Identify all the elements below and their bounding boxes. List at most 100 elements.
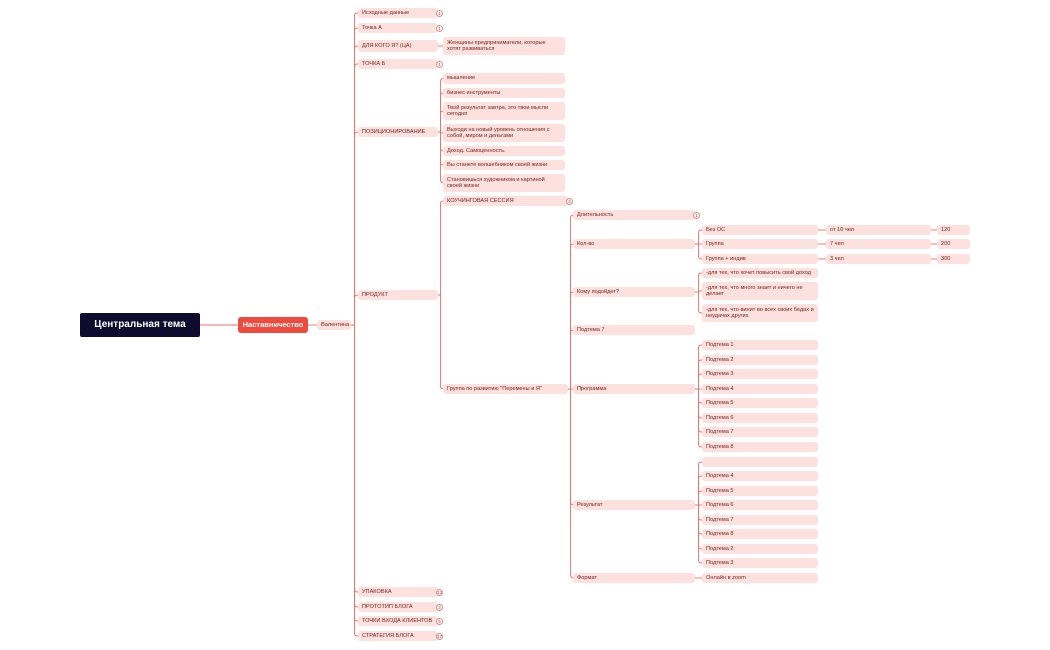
connector-valentina-tochka_b [351,63,358,326]
node-strategiya[interactable]: СТРАТЕГИЯ БЛОГА [358,631,438,641]
collapse-count-badge[interactable]: 1 [436,9,443,17]
node-root[interactable]: Центральная тема [80,313,200,337]
node-dlya-kogo[interactable]: ДЛЯ КОГО Я? (ЦА) [358,40,438,52]
connector-programma-prog0 [695,344,702,390]
node-prog1[interactable]: Подтема 2 [702,355,818,365]
node-rez7[interactable]: Подтема 3 [702,558,818,568]
connector-rezultat-rez0 [695,461,702,506]
node-label: Подтема 4 [706,472,734,479]
node-label: КОУЧИНГОВАЯ СЕССИЯ [447,197,514,204]
node-podtema7[interactable]: Подтема 7 [573,325,695,335]
node-valentina[interactable]: Валентина [317,320,351,330]
node-rez6[interactable]: Подтема 2 [702,544,818,554]
node-prototip[interactable]: ПРОТОТИП БЛОГА [358,602,438,612]
node-v200[interactable]: 200 [937,239,970,249]
connector-valentina-ishodnye [351,12,358,326]
node-prog3[interactable]: Подтема 4 [702,384,818,394]
node-prog2[interactable]: Подтема 3 [702,369,818,379]
node-rez2[interactable]: Подтема 5 [702,486,818,496]
node-kolvo[interactable]: Кол-во [573,239,695,249]
node-dlitelnost[interactable]: Длительность [573,210,695,220]
node-rez4[interactable]: Подтема 7 [702,515,818,525]
connector-kolvo-gruppa_indiv [695,243,702,260]
collapse-count-badge[interactable]: 13 [436,588,443,596]
node-label: Группа [706,240,724,247]
node-pos6[interactable]: Становишься художником и картиной своей … [443,174,565,192]
node-komu2[interactable]: -для тех, что винит во всех своих бедах … [702,304,818,322]
node-programma[interactable]: Программа [573,384,695,394]
node-label: Подтема 8 [706,530,734,537]
node-prog4[interactable]: Подтема 5 [702,398,818,408]
node-prog5[interactable]: Подтема 6 [702,413,818,423]
node-ot10[interactable]: от 10 чел [826,225,931,235]
node-label: 7 чел [830,240,844,247]
node-label: ДЛЯ КОГО Я? (ЦА) [362,42,412,49]
node-format[interactable]: Формат [573,573,695,583]
connector-programma-prog1 [695,359,702,390]
node-prog0[interactable]: Подтема 1 [702,340,818,350]
node-label: ПОЗИЦИОНИРОВАНИЕ [362,128,426,135]
node-label: Подтема 6 [706,414,734,421]
node-prog6[interactable]: Подтема 7 [702,427,818,437]
node-label: Выходи на новый уровень отношения с собо… [447,126,550,139]
node-rezultat[interactable]: Результат [573,500,695,510]
node-produkt[interactable]: ПРОДУКТ [358,290,438,300]
node-pos1[interactable]: бизнес инструменты [443,88,565,98]
node-label: УПАКОВКА [362,588,392,595]
node-label: Подтема 1 [706,341,734,348]
node-ishodnye[interactable]: Исходные данные [358,8,438,18]
node-label: -для тех, что винит во всех своих бедах … [706,306,814,319]
node-label: Подтема 2 [706,545,734,552]
node-tochka-b[interactable]: ТОЧКА Б [358,59,438,69]
node-main[interactable]: Наставничество [238,317,308,333]
node-rez0[interactable] [702,457,818,467]
node-label: Кол-во [577,240,595,247]
node-v120[interactable]: 120 [937,225,970,235]
collapse-count-badge[interactable]: 1 [693,211,700,219]
node-online[interactable]: Онлайн в zoom [702,573,818,583]
node-pos3[interactable]: Выходи на новый уровень отношения с собо… [443,124,565,142]
node-kouching[interactable]: КОУЧИНГОВАЯ СЕССИЯ [443,196,568,206]
node-komu0[interactable]: -для тех, что хочет повысить свой доход [702,268,818,278]
node-rez3[interactable]: Подтема 6 [702,500,818,510]
node-pozicionirovanie[interactable]: ПОЗИЦИОНИРОВАНИЕ [358,127,438,137]
connector-kolvo-bez_os [695,229,702,245]
node-tochki-vhoda[interactable]: ТОЧКИ ВХОДА КЛИЕНТОВ [358,616,438,626]
collapse-count-badge[interactable]: 1 [436,24,443,32]
collapse-count-badge[interactable]: 3 [436,603,443,611]
node-label: Длительность [577,211,614,218]
node-pos4[interactable]: Доход. Самоценность. [443,146,565,156]
node-zhenshchiny[interactable]: Женщины предприниматели, которые хотят р… [443,37,565,55]
node-sem[interactable]: 7 чел [826,239,931,249]
connector-rezultat-rez2 [695,490,702,506]
connector-komu-komu2 [695,291,702,314]
node-pos0[interactable]: мышление [443,73,565,84]
node-pos5[interactable]: Вы станете волшебником своей жизни [443,160,565,170]
collapse-count-badge[interactable]: 5 [436,617,443,625]
node-pos2[interactable]: Твой результат завтра, это твои мысли се… [443,102,565,120]
collapse-count-badge[interactable]: 1 [436,60,443,68]
node-label: 3 чел [830,255,844,262]
node-prog7[interactable]: Подтема 8 [702,442,818,452]
node-label: ПРОТОТИП БЛОГА [362,603,413,610]
node-bez-os[interactable]: Без ОС [702,225,818,235]
node-rez1[interactable]: Подтема 4 [702,471,818,481]
node-komu1[interactable]: -для тех, что много знает и ничего не де… [702,282,818,300]
node-label: Группа по развитию "Перемены и Я" [447,385,542,392]
node-rez5[interactable]: Подтема 8 [702,529,818,539]
node-gruppa-indiv[interactable]: Группа + индив [702,254,818,264]
node-gruppa2[interactable]: Группа [702,239,818,249]
node-upakovka[interactable]: УПАКОВКА [358,587,438,597]
collapse-count-badge[interactable]: 17 [436,632,443,640]
node-gruppa[interactable]: Группа по развитию "Перемены и Я" [443,384,568,394]
collapse-count-badge[interactable]: 3 [566,197,573,205]
connector-valentina-produkt [351,294,358,326]
node-v300[interactable]: 300 [937,254,970,264]
connector-valentina-dlya_kogo [351,45,358,326]
node-komu[interactable]: Кому подойдет? [573,287,695,297]
node-tochka-a[interactable]: Точка А [358,23,438,33]
node-label: 120 [941,226,951,233]
node-label: ТОЧКИ ВХОДА КЛИЕНТОВ [362,617,433,624]
connector-valentina-tochka_a [351,27,358,326]
node-tri[interactable]: 3 чел [826,254,931,264]
